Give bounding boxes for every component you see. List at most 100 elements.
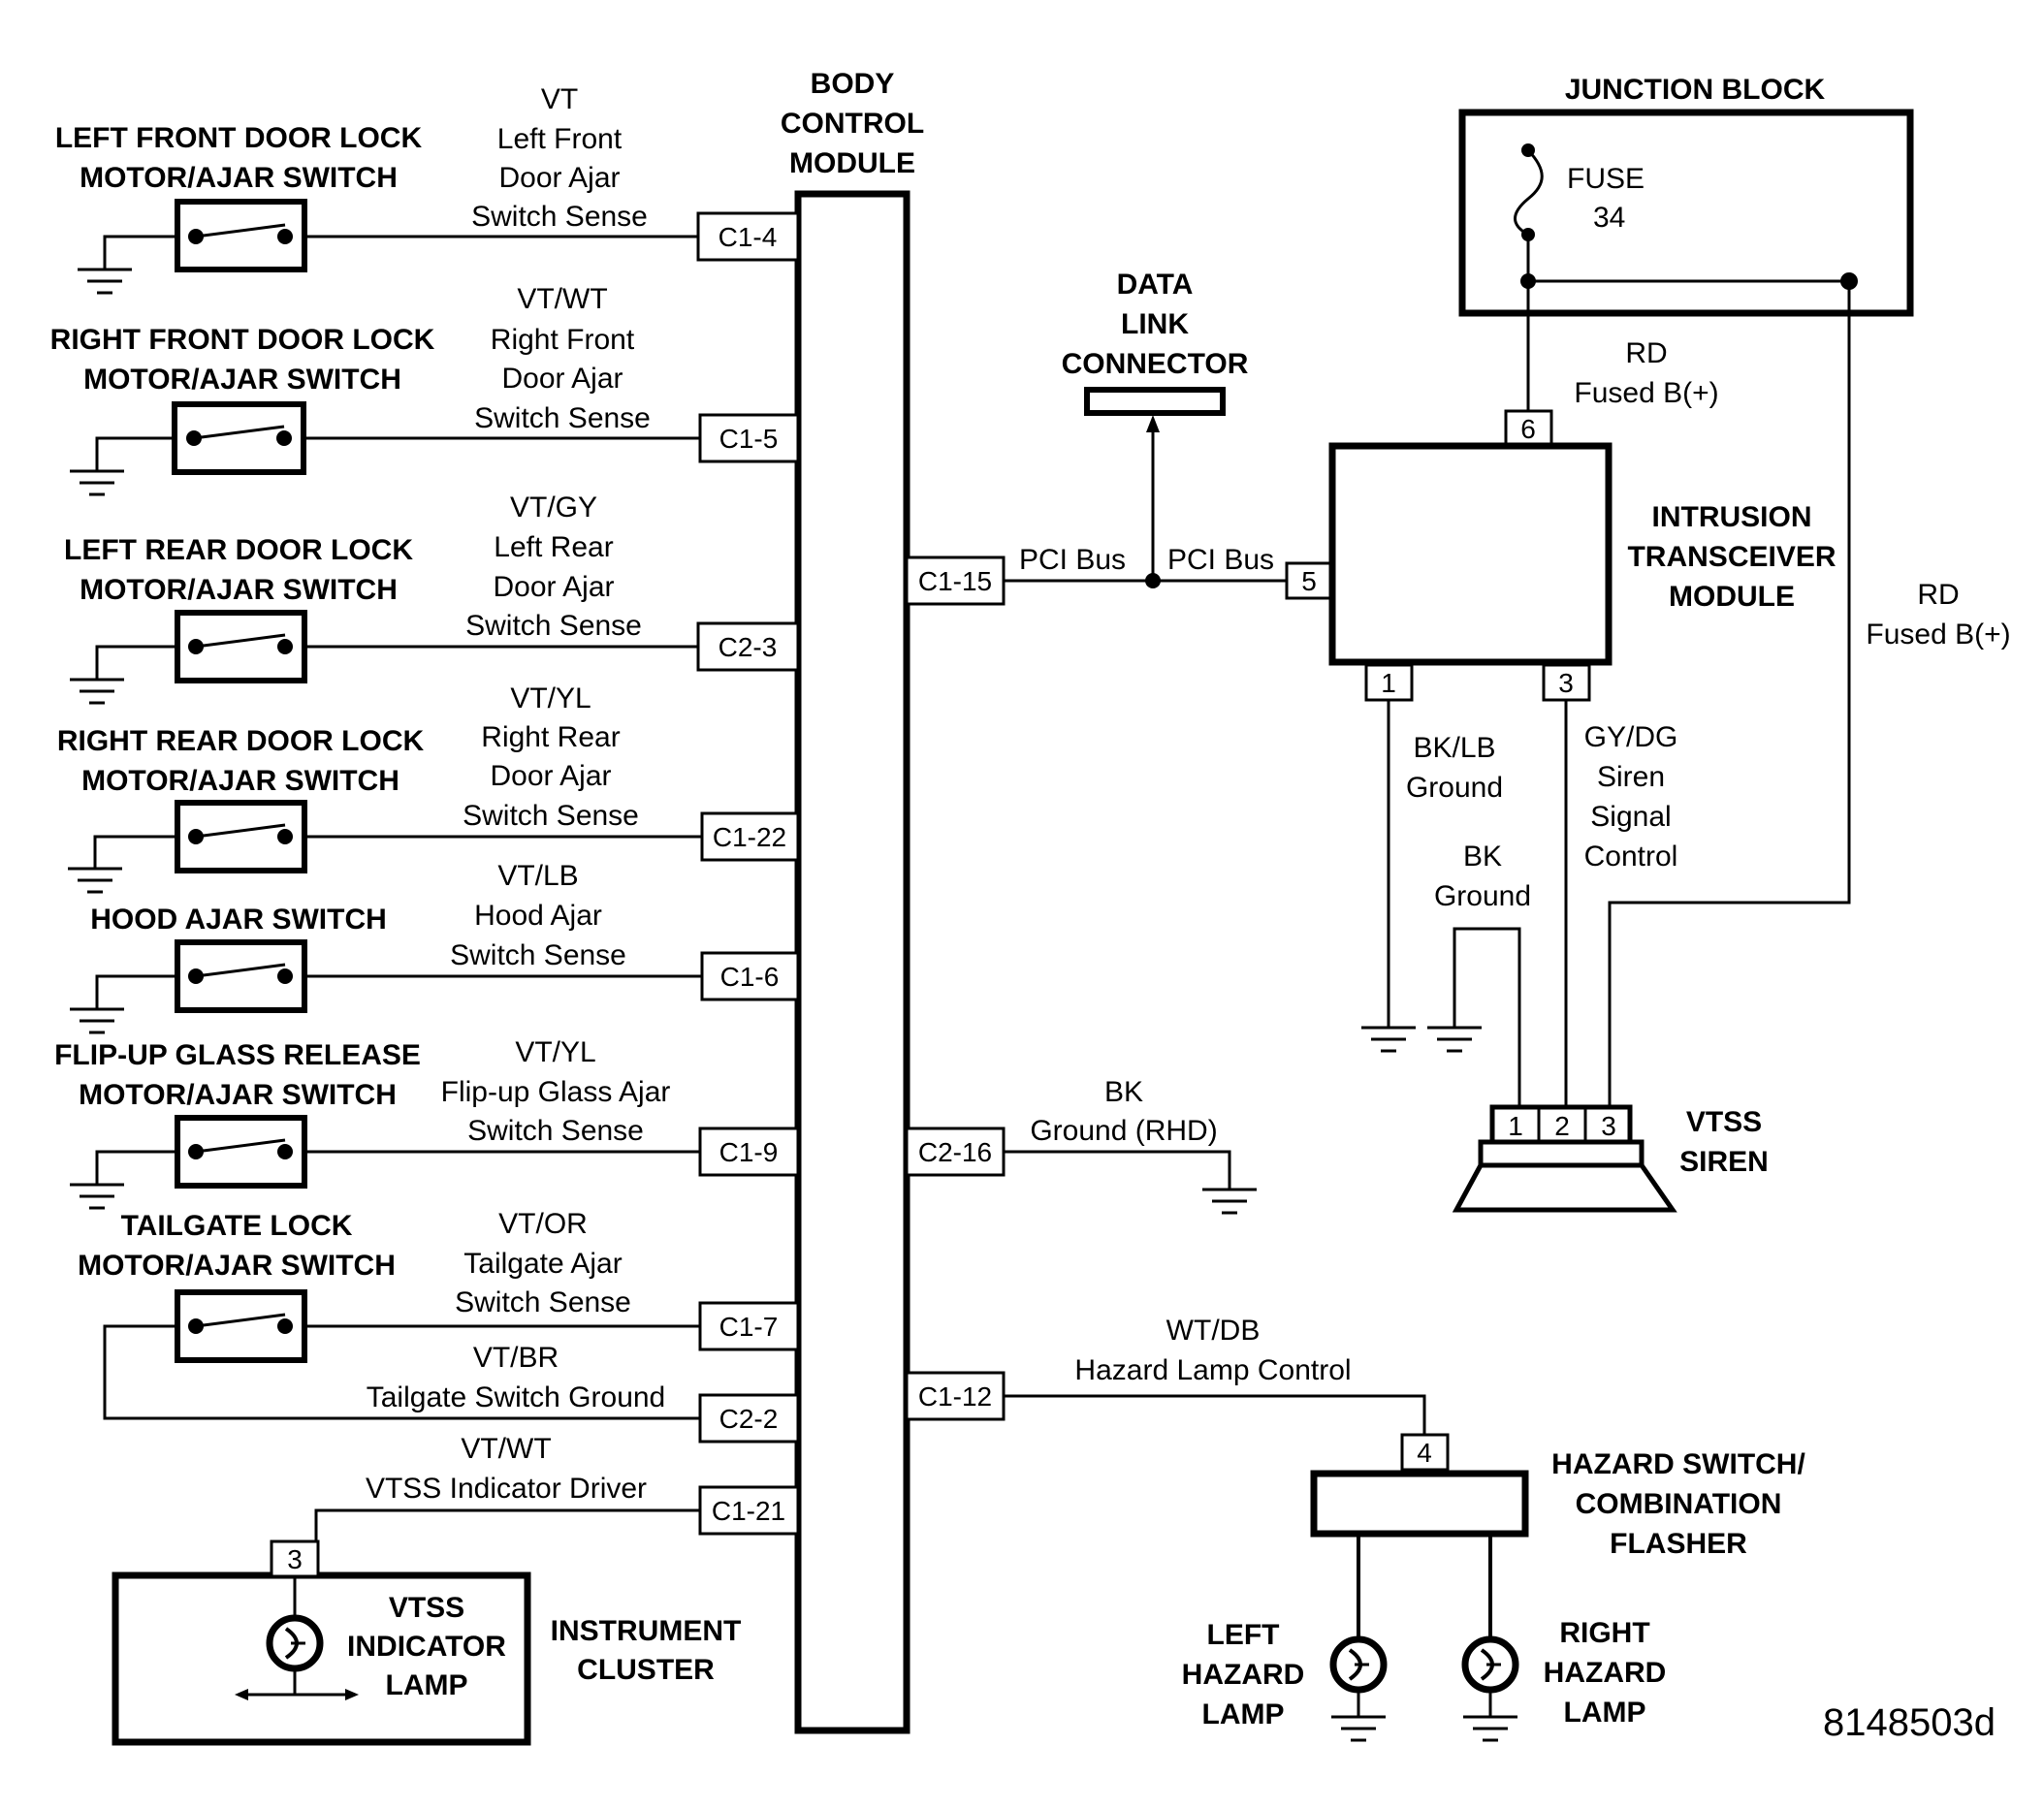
wire-desc: Door Ajar — [490, 760, 611, 792]
bcm-ground-rhd: C2-16 BK Ground (RHD) — [905, 1076, 1257, 1215]
wire-color: RD — [1917, 579, 1959, 611]
bcm-title-1: BODY — [811, 68, 895, 100]
wire-desc: Door Ajar — [498, 162, 620, 194]
bcm-pin-label: C1-4 — [719, 222, 778, 252]
wire-desc: Right Rear — [481, 721, 620, 753]
switch-title: HOOD AJAR SWITCH — [90, 904, 387, 936]
switch-row-left-front: LEFT FRONT DOOR LOCK MOTOR/AJAR SWITCH V… — [55, 83, 800, 295]
siren-ground-wire: BK Ground — [1427, 841, 1531, 1107]
wire-color: VT/WT — [461, 1433, 551, 1465]
wire-color: VT/OR — [498, 1208, 588, 1240]
instrument-cluster: 3 VTSS INDICATOR LAMP INSTRUMENT CLUSTER — [112, 1539, 741, 1746]
pci-bus-label: PCI Bus — [1167, 544, 1274, 576]
lamp-title: LEFT — [1207, 1619, 1280, 1651]
bcm-pin-label: C2-2 — [719, 1404, 779, 1434]
bcm-title-2: CONTROL — [781, 108, 924, 140]
bcm-pin-label: C2-3 — [719, 632, 778, 662]
wire-desc: Signal — [1590, 801, 1671, 833]
wire-desc: Fused B(+) — [1574, 377, 1718, 409]
switch-title: RIGHT REAR DOOR LOCK — [57, 725, 425, 757]
switch-title: MOTOR/AJAR SWITCH — [80, 574, 398, 606]
siren-pin-label: 3 — [1601, 1111, 1616, 1141]
wire-desc: Switch Sense — [450, 939, 626, 971]
wire-color: VT/GY — [510, 492, 597, 524]
siren-title: VTSS — [1686, 1106, 1762, 1138]
ground-symbol — [70, 1150, 177, 1210]
switch-title: MOTOR/AJAR SWITCH — [80, 162, 398, 194]
wire-color: RD — [1625, 337, 1667, 369]
dlc-title: LINK — [1121, 308, 1189, 340]
dlc-title: CONNECTOR — [1062, 348, 1249, 380]
wire-color: BK — [1104, 1076, 1143, 1108]
lamp-icon — [266, 1614, 324, 1672]
wire-color: WT/DB — [1166, 1315, 1261, 1347]
switch-title: MOTOR/AJAR SWITCH — [83, 364, 401, 396]
itm-ground-wire: 1 BK/LB Ground — [1361, 663, 1503, 1053]
switch-title: MOTOR/AJAR SWITCH — [78, 1250, 396, 1282]
switch-row-right-rear: RIGHT REAR DOOR LOCK MOTOR/AJAR SWITCH V… — [57, 682, 800, 894]
switch-symbol — [175, 610, 307, 683]
intrusion-transceiver-module: INTRUSION TRANSCEIVER MODULE — [1328, 442, 1836, 666]
wire-desc: Switch Sense — [471, 201, 648, 233]
wire-color: BK — [1463, 841, 1502, 873]
switch-title: LEFT FRONT DOOR LOCK — [55, 122, 423, 154]
body-control-module: BODY CONTROL MODULE — [781, 68, 924, 1734]
fuse-number: 34 — [1593, 202, 1625, 234]
wire-desc: Fused B(+) — [1866, 619, 2010, 651]
wire-color: VT — [541, 83, 578, 115]
wire-desc: Hazard Lamp Control — [1074, 1354, 1351, 1386]
itm-title: MODULE — [1669, 581, 1795, 613]
siren-pin-label: 2 — [1554, 1111, 1570, 1141]
bcm-pin-label: C2-16 — [918, 1137, 992, 1167]
junction-title: JUNCTION BLOCK — [1565, 74, 1826, 106]
junction-block: JUNCTION BLOCK FUSE 34 — [1458, 74, 1914, 317]
cluster-pin-label: 3 — [287, 1544, 303, 1574]
wire-desc: Siren — [1597, 761, 1665, 793]
wire-color: VT/BR — [473, 1342, 559, 1374]
wire-desc: Hood Ajar — [474, 900, 602, 932]
lamp-icon — [1461, 1635, 1519, 1694]
lamp-title: RIGHT — [1559, 1617, 1649, 1649]
itm-pin-label: 1 — [1381, 668, 1396, 698]
bcm-pin-label: C1-12 — [918, 1381, 992, 1412]
lamp-icon — [1329, 1635, 1388, 1694]
bcm-title-3: MODULE — [789, 147, 915, 179]
switch-symbol — [175, 1115, 307, 1189]
hazard-lamp-control-wire: C1-12 WT/DB Hazard Lamp Control — [905, 1315, 1426, 1435]
ground-symbol — [70, 645, 177, 705]
bcm-pin-label: C1-5 — [719, 424, 779, 454]
ground-symbol — [70, 974, 177, 1034]
lamp-title: LAMP — [1202, 1698, 1285, 1730]
itm-pin-label: 6 — [1520, 414, 1536, 444]
left-hazard-lamp: LEFT HAZARD LAMP — [1182, 1534, 1388, 1742]
lamp-title: INDICATOR — [347, 1631, 506, 1663]
ground-symbol — [70, 436, 175, 496]
wire-color: VT/YL — [510, 682, 591, 714]
switch-symbol — [175, 199, 307, 272]
wire-desc: Ground — [1406, 772, 1503, 804]
wire-desc: VTSS Indicator Driver — [366, 1473, 647, 1505]
lamp-title: HAZARD — [1544, 1657, 1667, 1689]
switch-title: RIGHT FRONT DOOR LOCK — [50, 324, 435, 356]
right-hazard-lamp: RIGHT HAZARD LAMP — [1461, 1534, 1667, 1742]
wire-desc: Ground — [1434, 880, 1531, 912]
wire-desc: Door Ajar — [501, 363, 623, 395]
bcm-pin-label: C1-21 — [712, 1496, 785, 1526]
wire-desc: Ground (RHD) — [1030, 1115, 1217, 1147]
siren-signal-wire: 3 GY/DG Siren Signal Control — [1542, 663, 1678, 1107]
lamp-title: LAMP — [1564, 1697, 1646, 1729]
wire-desc: Switch Sense — [463, 800, 639, 832]
siren-pin-label: 1 — [1508, 1111, 1523, 1141]
switch-symbol — [172, 401, 306, 475]
wire-color: GY/DG — [1584, 721, 1678, 753]
lamp-title: VTSS — [389, 1592, 464, 1624]
wire-desc: Switch Sense — [465, 610, 642, 642]
wire-desc: Control — [1584, 841, 1678, 873]
wire-desc: Left Front — [497, 123, 623, 155]
hazard-title: FLASHER — [1610, 1528, 1747, 1560]
switch-symbol — [175, 800, 307, 873]
bcm-pin-label: C1-22 — [713, 822, 786, 852]
switch-title: LEFT REAR DOOR LOCK — [64, 534, 413, 566]
wire-color: VT/YL — [515, 1036, 595, 1068]
